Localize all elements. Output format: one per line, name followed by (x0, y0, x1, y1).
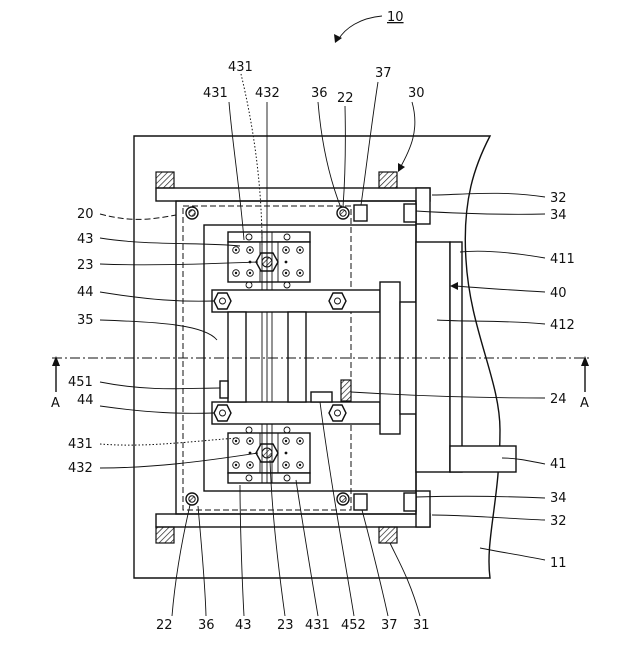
hatch-block-upper-left (156, 172, 174, 188)
nut-44-upper-left (214, 293, 231, 309)
screw-22-lower-left (186, 493, 198, 505)
rail-upper-end (416, 188, 430, 224)
label-30: 30 (408, 86, 425, 101)
nut-44-lower-right (329, 405, 346, 421)
label-431-top: 431 (228, 60, 253, 75)
bracket-43-lower (228, 427, 310, 483)
hatch-block-lower-left (156, 527, 174, 543)
hatch-block-lower-right (379, 527, 397, 543)
sensor-37-upper (354, 205, 367, 221)
label-20: 20 (77, 207, 94, 222)
label-23-bottom: 23 (277, 618, 294, 633)
post-right (288, 312, 306, 402)
screw-22-upper-left (186, 207, 198, 219)
actuator-41-tail (450, 446, 516, 472)
label-a-left: A (51, 396, 60, 411)
label-41: 41 (550, 457, 567, 472)
label-432: 432 (255, 86, 280, 101)
label-452-bottom: 452 (341, 618, 366, 633)
label-411: 411 (550, 252, 575, 267)
label-24: 24 (550, 392, 567, 407)
rail-upper-32 (156, 188, 430, 201)
label-43-left: 43 (77, 232, 94, 247)
screw-22-upper-right (337, 207, 349, 219)
arm-44-lower (212, 402, 380, 424)
label-432-left: 432 (68, 461, 93, 476)
nut-44-upper-right (329, 293, 346, 309)
label-23-left: 23 (77, 258, 94, 273)
label-22-bottom: 22 (156, 618, 173, 633)
label-40: 40 (550, 286, 567, 301)
label-34-lower: 34 (550, 491, 567, 506)
block-34-lower (404, 493, 416, 511)
label-36-bottom: 36 (198, 618, 215, 633)
label-43-bottom: 43 (235, 618, 252, 633)
hatch-block-upper-right (379, 172, 397, 188)
arm-44-upper (212, 290, 380, 312)
sensor-37-lower (354, 494, 367, 510)
label-11: 11 (550, 556, 567, 571)
screw-22-lower-right (337, 493, 349, 505)
label-35: 35 (77, 313, 94, 328)
label-a-right: A (580, 396, 589, 411)
label-32-upper: 32 (550, 191, 567, 206)
actuator-412 (450, 242, 462, 472)
label-37-bottom: 37 (381, 618, 398, 633)
label-34-upper: 34 (550, 208, 567, 223)
label-32-lower: 32 (550, 514, 567, 529)
label-44-upper: 44 (77, 285, 94, 300)
label-431-left: 431 (68, 437, 93, 452)
nut-44-lower-left (214, 405, 231, 421)
sensor-451 (220, 381, 228, 398)
label-431-bottom: 431 (305, 618, 330, 633)
block-34-upper (404, 204, 416, 222)
label-451: 451 (68, 375, 93, 390)
bracket-43-upper (228, 232, 310, 288)
plate-452 (311, 392, 332, 402)
label-31-bottom: 31 (413, 618, 430, 633)
label-36: 36 (311, 86, 328, 101)
label-44-lower: 44 (77, 393, 94, 408)
label-37: 37 (375, 66, 392, 81)
label-10: 10 (387, 10, 404, 25)
label-431: 431 (203, 86, 228, 101)
hatch-24 (341, 380, 351, 401)
rail-lower-32 (156, 514, 430, 527)
label-412: 412 (550, 318, 575, 333)
actuator-411 (416, 242, 450, 472)
post-left (228, 312, 246, 402)
label-22: 22 (337, 91, 354, 106)
